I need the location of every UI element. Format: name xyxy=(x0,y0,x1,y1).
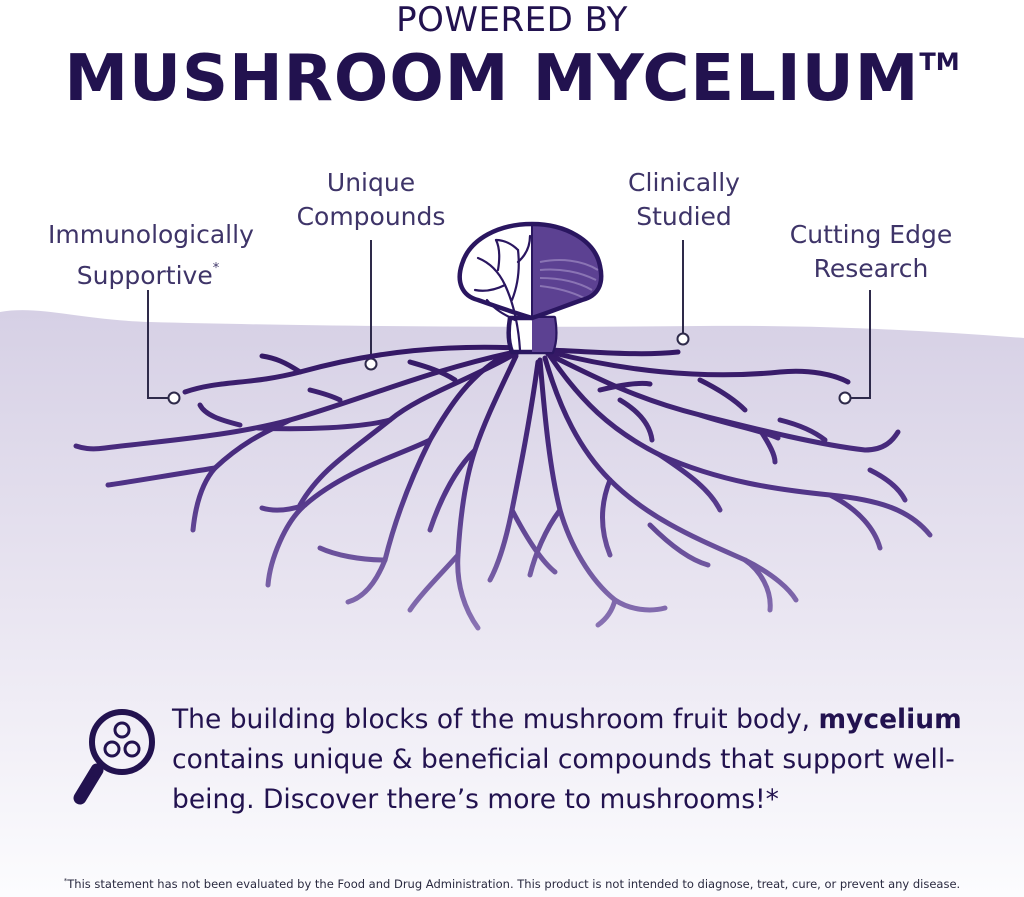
ground-area xyxy=(0,310,1024,897)
description-text: The building blocks of the mushroom frui… xyxy=(172,700,992,820)
callout-line1: Clinically xyxy=(628,168,740,197)
callout-line1: Unique xyxy=(326,168,416,197)
callout-line2: Compounds xyxy=(296,202,446,231)
callout-cutting-edge-research: Cutting Edge Research xyxy=(786,218,956,286)
trademark-mark: TM xyxy=(919,48,960,76)
page-title: MUSHROOM MYCELIUMTM xyxy=(0,42,1024,116)
callout-line2: Supportive* xyxy=(48,252,248,293)
footnote-text: This statement has not been evaluated by… xyxy=(67,877,961,891)
callout-line2: Research xyxy=(813,254,929,283)
callout-clinically-studied: Clinically Studied xyxy=(614,166,754,234)
callout-unique-compounds: Unique Compounds xyxy=(296,166,446,234)
callout-line1: Immunologically xyxy=(48,220,254,249)
asterisk-mark: * xyxy=(212,261,220,276)
title-text: MUSHROOM MYCELIUM xyxy=(64,42,920,116)
callout-immunologically-supportive: Immunologically Supportive* xyxy=(48,218,254,293)
callout-line1: Cutting Edge xyxy=(789,220,953,249)
description-before: The building blocks of the mushroom frui… xyxy=(172,704,819,735)
disclaimer-footnote: *This statement has not been evaluated b… xyxy=(0,877,1024,891)
eyebrow-heading: POWERED BY xyxy=(396,0,628,40)
callout-line2-text: Supportive xyxy=(76,261,213,290)
footnote-mark: * xyxy=(63,877,68,885)
mycelium-roots xyxy=(73,344,933,631)
callout-leaders xyxy=(147,240,871,405)
description-after: contains unique & beneficial compounds t… xyxy=(172,744,955,815)
mushroom-illustration xyxy=(457,221,604,355)
callout-line2: Studied xyxy=(636,202,732,231)
description-bold: mycelium xyxy=(818,704,962,735)
magnifying-glass-molecule-icon xyxy=(73,709,155,805)
